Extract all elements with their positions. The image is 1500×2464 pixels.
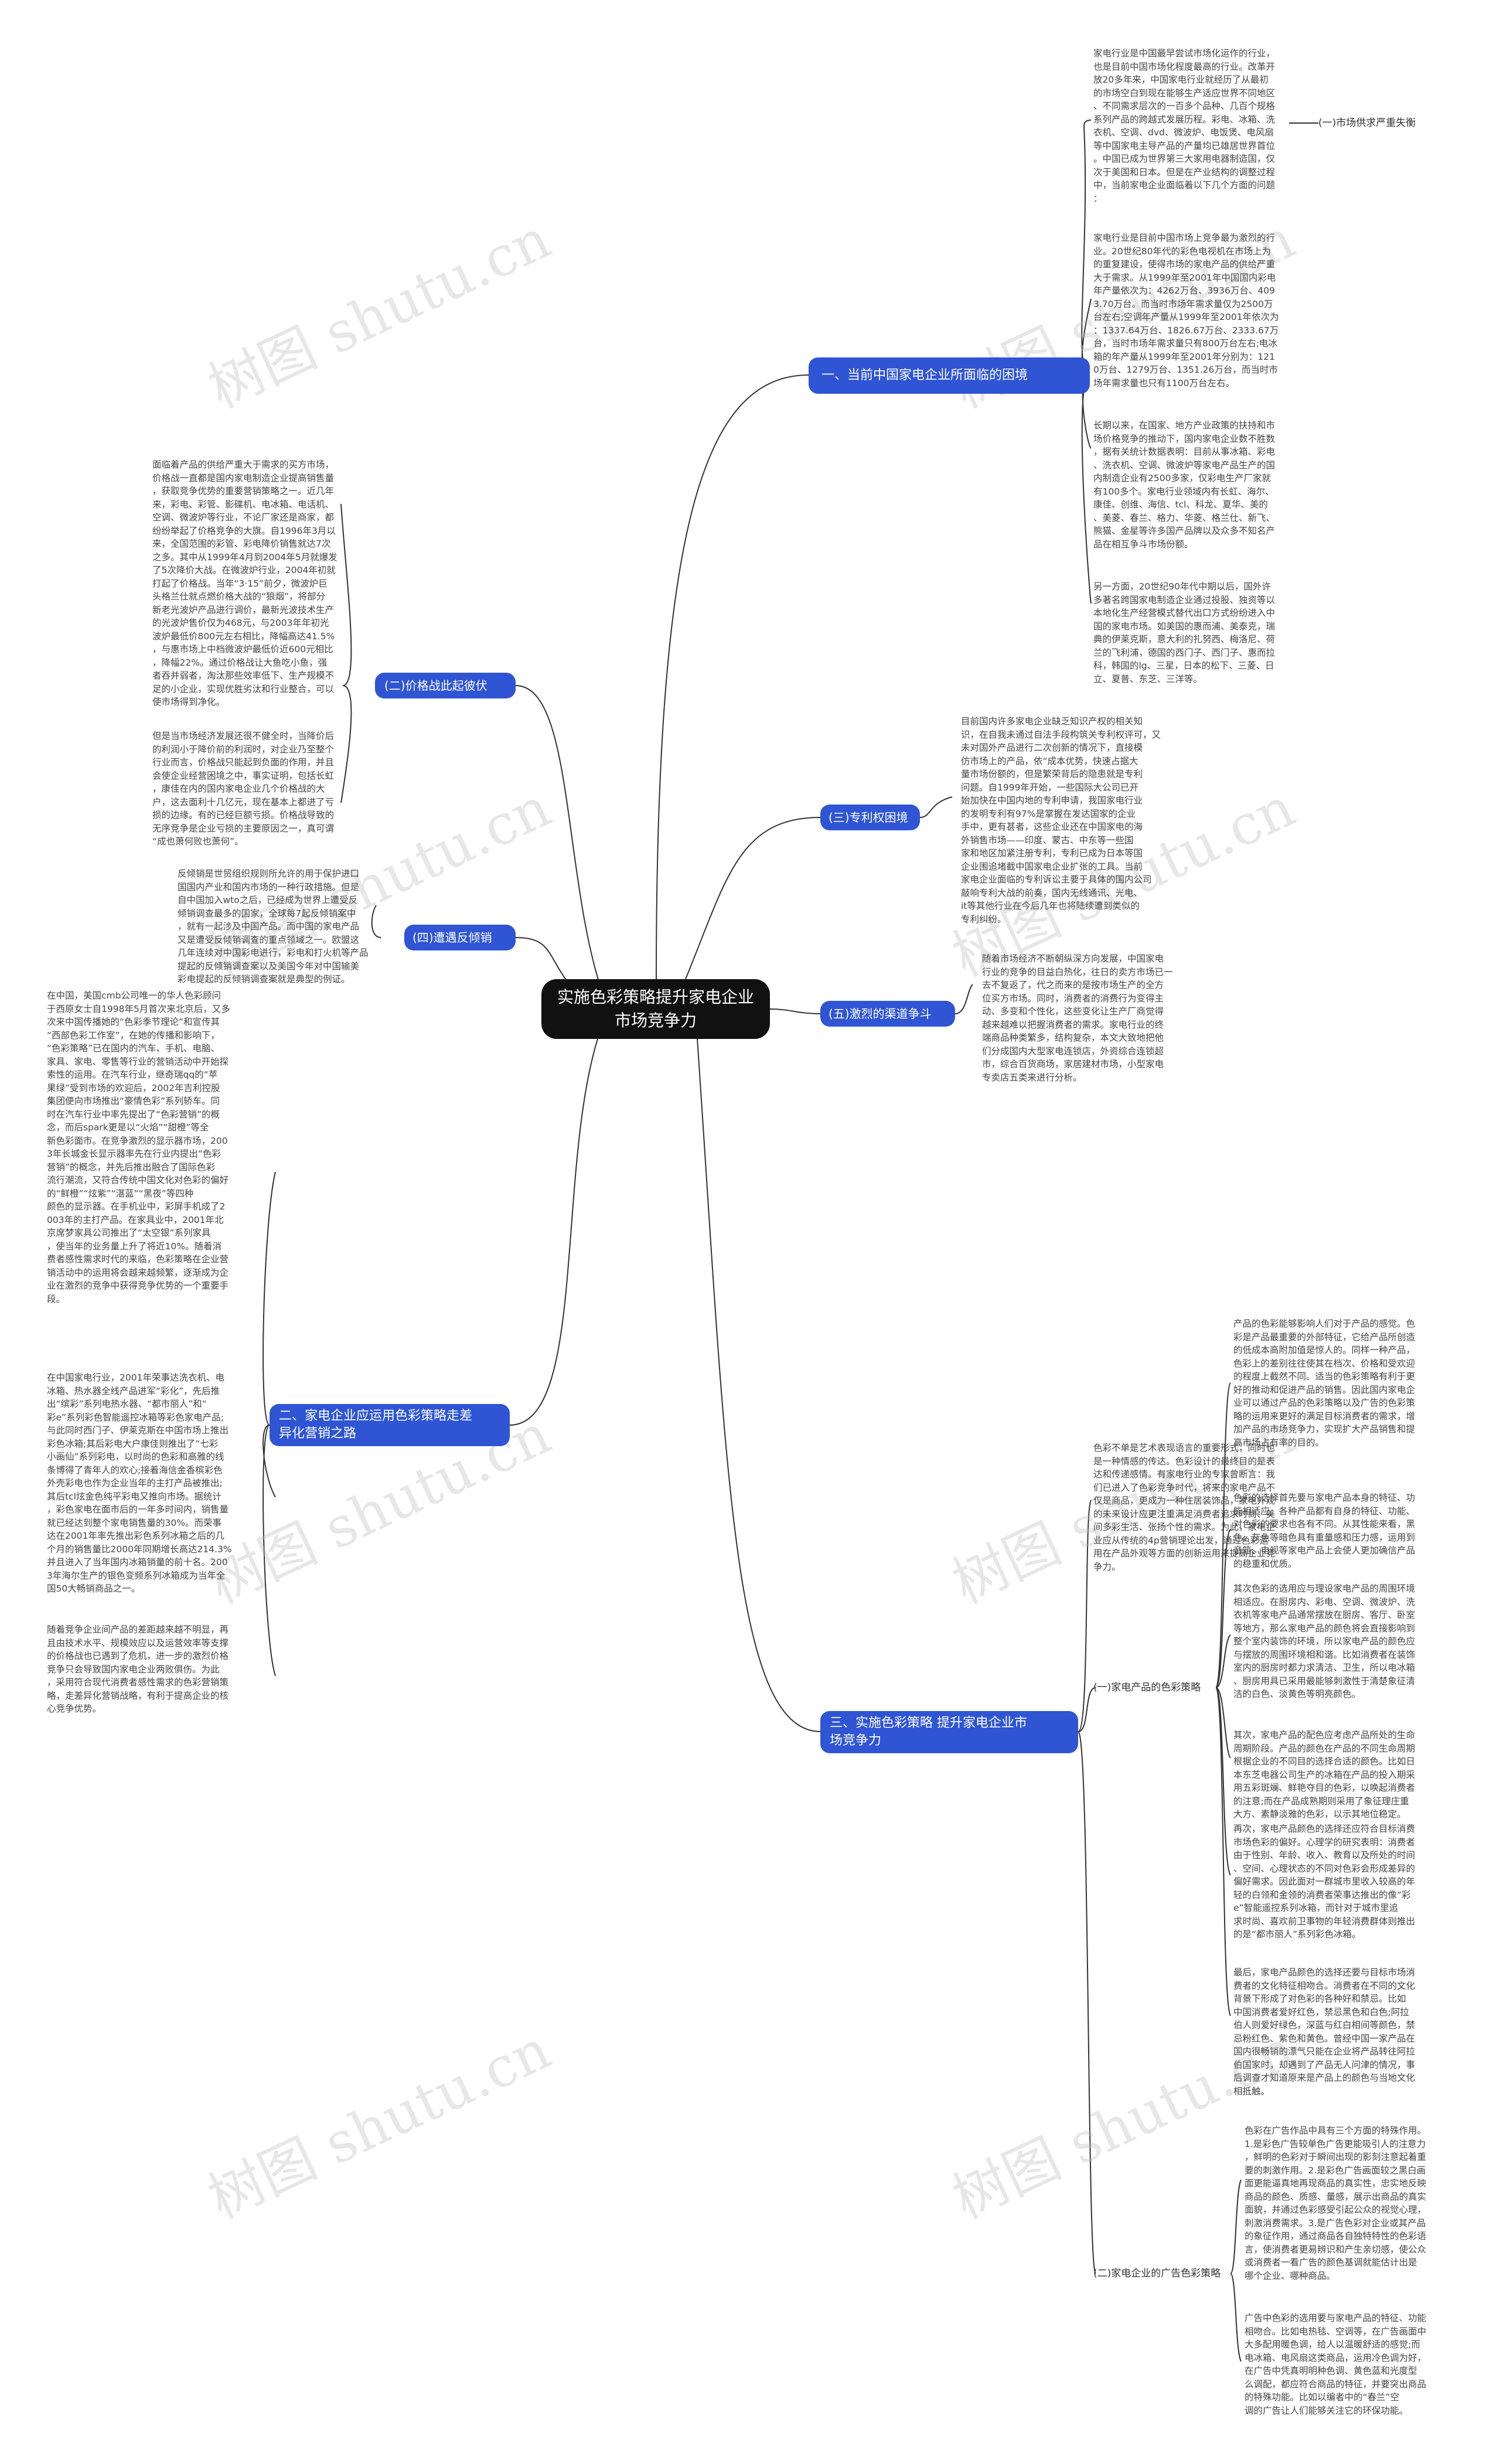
leaf-text: 色彩不单是艺术表现语言的重要形式，同时也 是一种情感的传达。色彩设计的最终目的是… (1093, 1443, 1276, 1572)
subtopic-supply-demand[interactable]: (一)市场供求严重失衡 (1318, 117, 1416, 129)
leaf-text: 另一方面，20世纪90年代中期以后，国外许 多著名跨国家电制造企业通过投股、独资… (1093, 581, 1276, 684)
leaf-text: 产品的色彩能够影响人们对于产品的感觉。色 彩是产品最重要的外部特征，它给产品所创… (1233, 1318, 1416, 1448)
topic-channel-battle[interactable]: (五)激烈的渠道争斗 (820, 1001, 955, 1027)
leaf-text: 反倾销是世贸组织规则所允许的用于保护进口 国国内产业和国内市场的一种行政措施。但… (178, 868, 369, 984)
link-sub1-leaves (1215, 1382, 1231, 2016)
leaf-text: 家电行业是目前中国市场上竞争最为激烈的行 业。20世纪80年代的彩色电视机在市场… (1093, 233, 1279, 388)
topic-color-strategy[interactable]: 三、实施色彩策略 提升家电企业市 场竞争力 (820, 1711, 1078, 1753)
leaf-text: 广告中色彩的选用要与家电产品的特征、功能 相吻合。比如电热毯、空调等，在广告画面… (1245, 2313, 1427, 2416)
link-t3-leaf (919, 796, 953, 818)
link-t7-bracket (1078, 1499, 1096, 2274)
leaf-text: 在中国，美国cmb公司唯一的华人色彩顾问 于西原女士自1998年5月首次来北京后… (47, 990, 230, 1304)
link-root-t5 (769, 1008, 821, 1014)
subtopic-ad-color[interactable]: (二)家电企业的广告色彩策略 (1093, 2268, 1221, 2279)
leaf-text: 目前国内许多家电企业缺乏知识产权的相关知 识，在自我未通过自法手段构筑关专利权评… (961, 716, 1161, 925)
topic-price-war[interactable]: (二)价格战此起彼伏 (375, 673, 516, 698)
topic-color-differentiation[interactable]: 二、家电企业应运用色彩策略走差 异化营销之路 (270, 1404, 510, 1446)
link-root-t3 (685, 817, 821, 980)
link-t5-leaf (954, 984, 973, 1014)
link-t6-bracket (262, 1171, 276, 1676)
link-t1-bracket (1081, 120, 1092, 604)
leaf-text: 在中国家电行业，2001年荣事达洗衣机、电 冰箱、热水器全线产品进军“彩化”，先… (47, 1372, 232, 1594)
leaf-text: 面临着产品的供给严重大于需求的买方市场， 价格战一直都是国内家电制造企业提高销售… (152, 459, 338, 707)
leaf-text: 随着竞争企业间产品的差距越来越不明显，再 且由技术水平、规模效应以及运营效率等支… (47, 1624, 229, 1714)
leaf-text: 随着市场经济不断朝纵深方向发展，中国家电 行业的竞争的目益白热化，往日的卖方市场… (982, 953, 1173, 1083)
leaf-text: 其次，家电产品的配色应考虑产品所处的生命 周期阶段。产品的颜色在产品的不同生命周… (1233, 1730, 1416, 1819)
leaf-text: 长期以来，在国家、地方产业政策的扶持和市 场价格竞争的推动下，国内家电企业数不胜… (1093, 420, 1276, 550)
subtopic-product-color[interactable]: (一)家电产品的色彩策略 (1093, 1682, 1201, 1693)
leaf-text: 色彩在广告作品中具有三个方面的特殊作用。 1.是彩色广告较单色广告更能吸引人的注… (1245, 2125, 1427, 2281)
topic-patent[interactable]: (三)专利权困境 (820, 805, 920, 830)
link-root-t7 (697, 1038, 821, 1732)
leaf-text: 再次，家电产品颜色的选择还应符合目标消费 市场色彩的偏好。心理学的研究表明：消费… (1233, 1824, 1416, 1940)
leaf-text: 家电行业是中国最早尝试市场化运作的行业， 也是目前中国市场化程度最高的行业。改革… (1093, 48, 1276, 204)
link-sub2-leaves (1230, 2179, 1242, 2362)
link-t2-bracket (340, 503, 352, 803)
leaf-text: 色彩的选择首先要与家电产品本身的特征、功 能相适应。各种产品都有自身的特征、功能… (1233, 1492, 1416, 1569)
topic-anti-dumping[interactable]: (四)遭遇反倾销 (404, 925, 516, 950)
root-node[interactable]: 实施色彩策略提升家电企业市场竞争力 (541, 979, 770, 1039)
link-t4-leaf (371, 905, 381, 938)
leaf-text: 最后，家电产品颜色的选择还要与目标市场消 费者的文化特征相吻合。消费者在不同的文… (1233, 1967, 1416, 2097)
link-root-t2 (515, 685, 604, 997)
link-root-t1 (656, 374, 809, 980)
leaf-text: 其次色彩的选用应与理设家电产品的周围环境 相适应。在厨房内、彩电、空调、微波炉、… (1233, 1583, 1416, 1699)
leaf-text: 但是当市场经济发展还很不健全时，当降价后 的利润小于降价前的利润时，对企业乃至整… (152, 731, 335, 847)
topic-current-difficulties[interactable]: 一、当前中国家电企业所面临的困境 (809, 357, 1090, 394)
link-root-t6 (509, 1038, 598, 1426)
